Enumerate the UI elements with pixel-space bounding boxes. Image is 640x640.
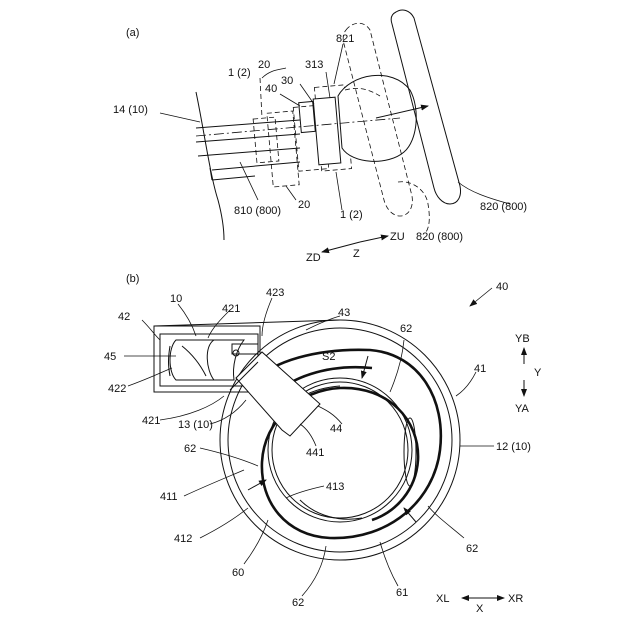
axis-yb-label: YB (515, 333, 530, 345)
label-411: 411 (160, 491, 178, 503)
steering-wheel-alt-tail (398, 182, 429, 232)
label-45: 45 (104, 351, 116, 363)
steering-column (196, 120, 300, 180)
label-40-a: 40 (265, 83, 277, 95)
label-30: 30 (281, 75, 293, 87)
label-421-bottom: 421 (142, 415, 160, 427)
figure-b: (b) (104, 273, 542, 615)
label-62-top: 62 (400, 323, 412, 335)
axis-z-label: Z (353, 248, 360, 260)
label-423: 423 (266, 287, 284, 299)
label-61: 61 (396, 587, 408, 599)
label-441: 441 (306, 447, 324, 459)
axis-xl-label: XL (436, 593, 449, 605)
label-43: 43 (338, 307, 350, 319)
label-60: 60 (232, 567, 244, 579)
label-421-top: 421 (222, 303, 240, 315)
axis-x: XL X XR (436, 593, 523, 615)
label-12-10: 12 (10) (496, 441, 531, 453)
hub (299, 75, 417, 164)
label-44: 44 (330, 423, 342, 435)
label-13-10: 13 (10) (178, 419, 213, 431)
panel-b-label: (b) (126, 273, 139, 285)
driver-body-outline (196, 92, 224, 240)
label-41: 41 (474, 363, 486, 375)
axis-zd-label: ZD (306, 252, 321, 264)
label-313: 313 (305, 59, 323, 71)
label-413: 413 (326, 481, 344, 493)
label-40-b: 40 (496, 281, 508, 293)
label-1-2-bottom: 1 (2) (340, 209, 363, 221)
axis-y: YB Y YA (515, 333, 542, 415)
label-10: 10 (170, 293, 182, 305)
label-820-800-bottom: 820 (800) (416, 231, 463, 243)
label-810-800: 810 (800) (234, 205, 281, 217)
label-1-2-top: 1 (2) (228, 67, 251, 79)
label-422: 422 (108, 383, 126, 395)
label-20-top: 20 (258, 59, 270, 71)
axis-xr-label: XR (508, 593, 523, 605)
label-62-left: 62 (184, 443, 196, 455)
axis-zu-label: ZU (390, 231, 405, 243)
label-62-right: 62 (466, 543, 478, 555)
label-20-bottom: 20 (298, 199, 310, 211)
axis-x-label: X (476, 603, 484, 615)
panel-a-label: (a) (126, 27, 139, 39)
label-42: 42 (118, 311, 130, 323)
axis-ya-label: YA (515, 403, 530, 415)
figure-a: (a) (113, 10, 527, 264)
label-14-10: 14 (10) (113, 104, 148, 116)
label-62-bottom: 62 (292, 597, 304, 609)
label-412: 412 (174, 533, 192, 545)
axis-y-label: Y (534, 367, 542, 379)
label-820-800-right: 820 (800) (480, 201, 527, 213)
axis-z: ZD Z ZU (306, 231, 405, 264)
label-s2: S2 (322, 351, 335, 363)
label-821: 821 (336, 33, 354, 45)
